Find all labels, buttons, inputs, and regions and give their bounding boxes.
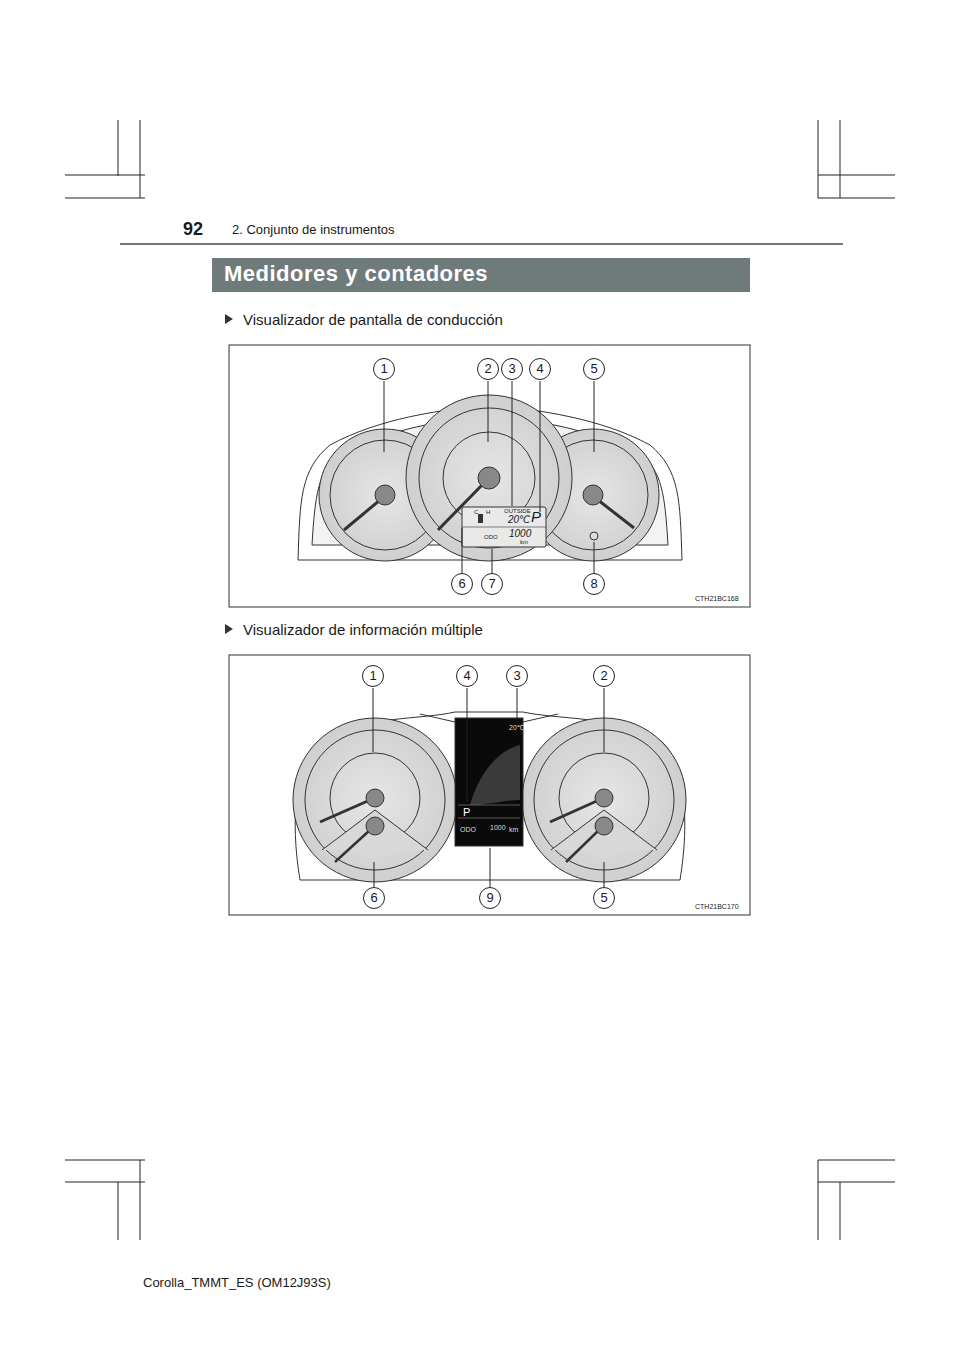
figure-caption: Visualizador de pantalla de conducción [243, 311, 503, 328]
callout-number: 4 [529, 358, 551, 380]
callout-number: 3 [506, 665, 528, 687]
display-text: P [463, 806, 470, 819]
display-text: OUTSIDE [504, 508, 531, 515]
figure-frame [229, 345, 750, 607]
display-text: ODO [460, 826, 476, 834]
display-text: 1000 [509, 528, 531, 540]
callout-number: 9 [479, 887, 501, 909]
display-text: km [509, 826, 518, 834]
callout-number: 2 [477, 358, 499, 380]
bullet [225, 624, 233, 634]
crop-marks [65, 120, 895, 1240]
leader-lines [384, 381, 594, 573]
gauge-mark: H [486, 509, 490, 516]
callout-number: 5 [593, 887, 615, 909]
callout-number: 4 [456, 665, 478, 687]
figure-code: CTH21BC170 [695, 903, 739, 911]
page-number: 92 [183, 219, 203, 240]
title-band [212, 258, 750, 292]
callout-number: 2 [593, 665, 615, 687]
figure-code: CTH21BC168 [695, 595, 739, 603]
callout-number: 7 [481, 573, 503, 595]
display-text: 1000 [490, 824, 506, 832]
callout-number: 1 [373, 358, 395, 380]
figure-frame [229, 655, 750, 915]
display-text: 20℃ [508, 514, 530, 526]
display-text: km [520, 539, 528, 546]
callout-number: 6 [363, 887, 385, 909]
footer-text: Corolla_TMMT_ES (OM12J93S) [143, 1276, 331, 1291]
display-text: P [531, 508, 541, 525]
gauge-mark: C [474, 509, 478, 516]
callout-number: 1 [362, 665, 384, 687]
leader-lines [373, 688, 604, 887]
figure-caption: Visualizador de información múltiple [243, 621, 483, 638]
callout-number: 6 [451, 573, 473, 595]
section-title: Medidores y contadores [224, 261, 488, 286]
callout-number: 8 [583, 573, 605, 595]
display-text: 20℃ [509, 724, 525, 732]
callout-number: 3 [501, 358, 523, 380]
header-rule [120, 243, 843, 245]
callout-number: 5 [583, 358, 605, 380]
display-text: ODO [484, 534, 498, 541]
cluster-1 [298, 395, 682, 561]
chapter-heading: 2. Conjunto de instrumentos [232, 223, 395, 238]
bullet [225, 314, 233, 324]
